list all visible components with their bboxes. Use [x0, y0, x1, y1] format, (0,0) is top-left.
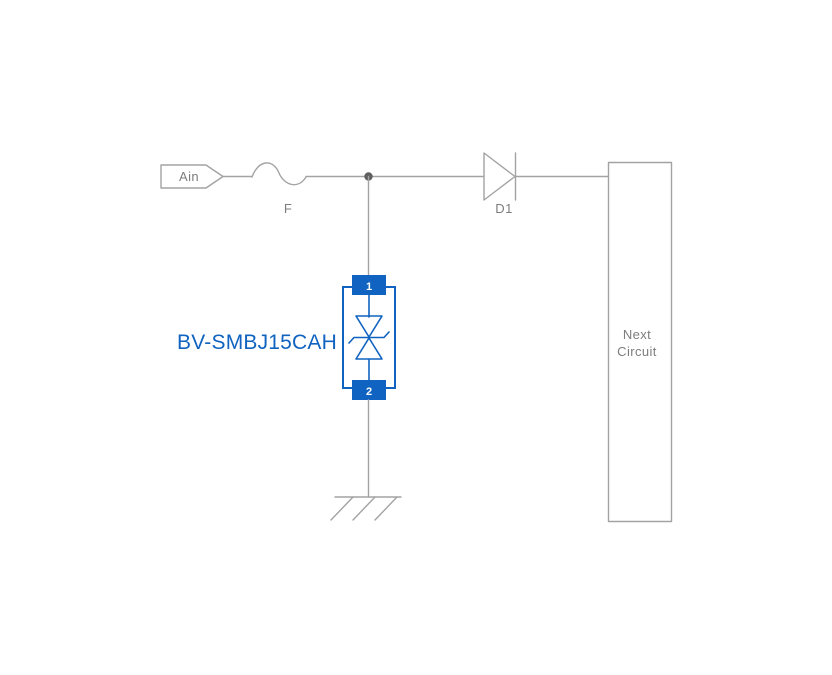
tvs-pin1-label: 1: [366, 281, 372, 293]
fuse-symbol: [251, 162, 307, 186]
ground-hatch-1: [330, 496, 354, 521]
input-terminal: Ain: [160, 164, 224, 189]
tvs-pad-bottom: [352, 380, 386, 400]
ground-hatch-3: [374, 496, 398, 521]
diode-triangle: [483, 152, 516, 201]
tvs-part-number-label: BV-SMBJ15CAH: [177, 331, 337, 354]
ground-symbol: [330, 496, 402, 521]
fuse: F: [251, 162, 307, 216]
diode-label: D1: [495, 201, 512, 216]
tvs-diode-symbol: [348, 294, 390, 382]
fuse-label: F: [284, 201, 292, 216]
tvs-zener-bar: [348, 331, 390, 344]
input-tag-label: Ain: [179, 169, 199, 184]
next-circuit-label-line2: Circuit: [617, 344, 657, 359]
tvs-component: 1 2: [342, 275, 396, 400]
next-circuit-block: Next Circuit: [607, 161, 673, 523]
tvs-pin2-label: 2: [366, 386, 372, 398]
tvs-pad-top: [352, 275, 386, 295]
tvs-triangle-upper: [355, 315, 383, 338]
next-circuit-label-line1: Next: [623, 327, 651, 342]
diode: D1: [483, 152, 517, 216]
ground-hatch-2: [352, 496, 376, 521]
input-tag-shape: [160, 164, 224, 189]
next-circuit-box: [607, 161, 673, 523]
